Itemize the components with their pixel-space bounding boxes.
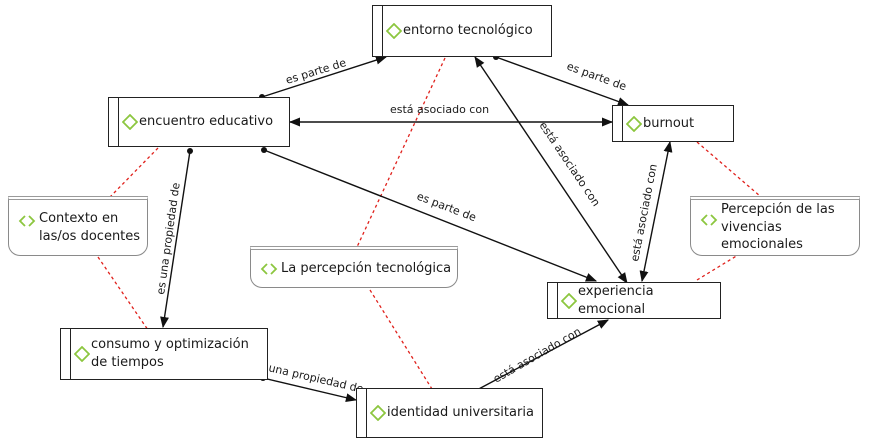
node-encuentro-educativo[interactable]: encuentro educativo: [108, 97, 290, 147]
node-label: experiencia emocional: [578, 283, 654, 317]
dot-encuentro-consumo: [187, 148, 193, 154]
green-diamond-icon: [74, 346, 90, 362]
node-entorno-tecnologico[interactable]: entorno tecnológico: [372, 5, 552, 57]
edge-label-es-parte-de-2: es parte de: [565, 60, 628, 94]
node-bar: [382, 6, 383, 56]
edge-identidad-experiencia: [459, 319, 609, 400]
memo-link-contexto-consumo: [97, 256, 149, 331]
edge-entorno-experiencia: [474, 56, 628, 284]
dot-encuentro-experiencia: [261, 147, 267, 153]
edge-consumo-identidad: [262, 377, 358, 403]
node-identidad-universitaria[interactable]: identidad universitaria: [356, 388, 543, 438]
memo-links: [97, 57, 761, 398]
memo-label: Contexto en las/os docentes: [39, 210, 141, 244]
memo-link-tecnologica-identidad: [369, 289, 438, 398]
memo-contexto-docentes[interactable]: Contexto en las/os docentes: [8, 196, 148, 256]
green-diamond-icon: [370, 405, 386, 421]
node-bar: [118, 98, 119, 146]
green-diamond-icon: [561, 292, 577, 309]
memo-label: La percepción tecnológica: [281, 260, 452, 276]
edge-label-una-propiedad-vertical: es una propiedad de: [154, 182, 183, 296]
node-bar: [622, 106, 623, 141]
edge-label-asociado-horizontal: está asociado con: [390, 103, 489, 116]
node-consumo-optimizacion[interactable]: consumo y optimización de tiempos: [60, 328, 268, 380]
node-label: entorno tecnológico: [403, 23, 533, 39]
node-bar: [557, 283, 558, 318]
green-diamond-icon: [626, 115, 642, 132]
memo-link-contexto-encuentro: [109, 147, 159, 198]
memo-link-vivencias-experiencia: [696, 254, 739, 281]
edge-burnout-experiencia: [639, 140, 673, 283]
edge-encuentro-entorno: [261, 55, 388, 98]
node-bar: [70, 329, 71, 379]
node-label: encuentro educativo: [139, 114, 274, 130]
node-bar: [366, 389, 367, 437]
node-label: burnout: [643, 115, 695, 131]
memo-percepcion-tecnologica[interactable]: La percepción tecnológica: [250, 246, 458, 288]
memo-link-vivencias-burnout: [696, 141, 761, 197]
green-double-chevron-icon: [18, 215, 36, 227]
edge-label-asociado-identidad-experiencia: está asociado con: [491, 325, 583, 386]
node-label: identidad universitaria: [387, 405, 534, 421]
green-double-chevron-icon: [700, 214, 718, 226]
green-diamond-icon: [122, 114, 138, 130]
edge-encuentro-consumo: [160, 150, 191, 329]
green-diamond-icon: [386, 23, 402, 39]
node-burnout[interactable]: burnout: [612, 105, 734, 142]
node-experiencia-emocional[interactable]: experiencia emocional: [547, 282, 721, 319]
node-label: consumo y optimización de tiempos: [91, 337, 249, 370]
edge-label-es-parte-de-1: es parte de: [284, 56, 348, 87]
edge-label-es-parte-de-3: es parte de: [415, 190, 478, 225]
memo-link-tecnologica-entorno: [356, 57, 446, 248]
green-double-chevron-icon: [260, 263, 278, 275]
relation-edges: [160, 55, 673, 403]
memo-label: Percepción de las vivencias emocionales: [721, 202, 835, 253]
memo-percepcion-vivencias[interactable]: Percepción de las vivencias emocionales: [690, 196, 860, 256]
